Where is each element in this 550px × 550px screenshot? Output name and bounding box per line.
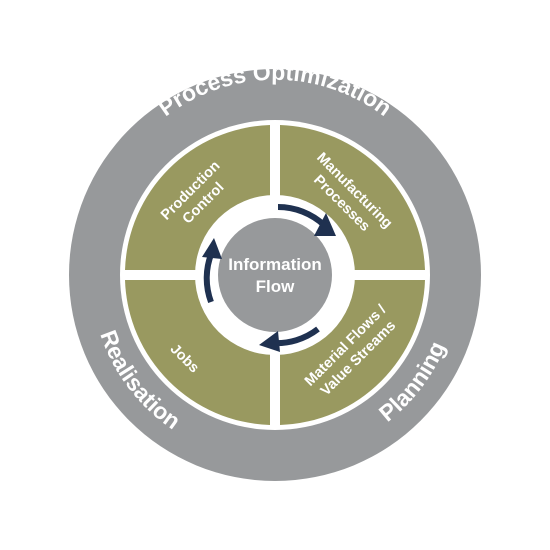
hub-circle — [218, 218, 332, 332]
arrowhead-top-right-icon — [314, 213, 336, 236]
arrow-top-right-icon — [277, 204, 327, 228]
hub-label-line1: Information — [228, 255, 322, 274]
hub-label-line2: Flow — [256, 277, 295, 296]
arrowhead-left-icon — [202, 238, 222, 259]
arrowhead-bottom-right-icon — [259, 331, 280, 352]
